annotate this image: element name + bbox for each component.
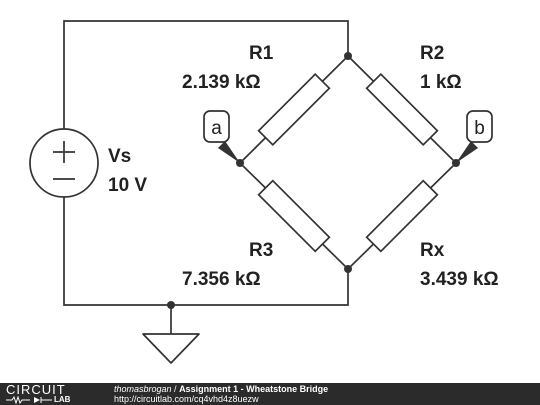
junction-right: [452, 159, 460, 167]
footer-bar: CIRCUIT LAB thomasbrogan / Assignment 1 …: [0, 383, 540, 405]
resistor-rx-body[interactable]: [365, 179, 439, 253]
wire-top: [63, 20, 349, 131]
footer-author-link[interactable]: thomasbrogan: [114, 384, 172, 394]
junction-left: [236, 159, 244, 167]
resistor-r2-name: R2: [420, 43, 444, 64]
resistor-rx-name: Rx: [420, 240, 445, 261]
resistor-r3-name: R3: [249, 240, 273, 261]
logo-text-circuit: CIRCUIT: [6, 382, 66, 397]
probe-a-label: a: [211, 118, 222, 139]
probe-a[interactable]: a: [203, 110, 230, 143]
ground-symbol[interactable]: [142, 333, 200, 364]
footer-separator: /: [171, 384, 180, 394]
resistor-r1-name: R1: [249, 43, 274, 64]
footer-circuit-title[interactable]: Assignment 1 - Wheatstone Bridge: [179, 384, 329, 394]
probe-b[interactable]: b: [466, 110, 493, 143]
resistor-r3-value: 7.356 kΩ: [182, 269, 261, 290]
wire-bottom: [63, 196, 349, 306]
probe-a-tip: [218, 141, 240, 163]
junction-top: [344, 52, 352, 60]
footer-url-link[interactable]: http://circuitlab.com/cq4vhd4z8uezw: [114, 394, 259, 404]
circuitlab-logo[interactable]: CIRCUIT LAB: [4, 382, 92, 404]
resistor-r1-body[interactable]: [257, 72, 331, 147]
resistor-r2-value: 1 kΩ: [420, 72, 462, 93]
probe-b-tip: [456, 141, 478, 163]
logo-waveform-icon: [6, 396, 52, 404]
junction-ground: [167, 301, 175, 309]
probe-b-label: b: [474, 118, 485, 139]
footer-heading: thomasbrogan / Assignment 1 - Wheatstone…: [114, 384, 328, 394]
wheatstone-bridge-schematic: a b Vs 10 V R1 2.139 kΩ R2 1 kΩ R3 7.356…: [29, 20, 499, 364]
voltage-source[interactable]: [29, 128, 99, 198]
logo-text-lab: LAB: [54, 395, 71, 404]
resistor-r1-value: 2.139 kΩ: [182, 72, 261, 93]
probe-b-box[interactable]: [466, 110, 493, 143]
source-value: 10 V: [108, 175, 147, 196]
source-name: Vs: [108, 146, 131, 167]
probe-a-box[interactable]: [203, 110, 230, 143]
resistor-r2-body[interactable]: [365, 72, 439, 147]
resistor-r3-body[interactable]: [257, 179, 331, 253]
resistor-rx-value: 3.439 kΩ: [420, 269, 499, 290]
junction-bottom: [344, 265, 352, 273]
